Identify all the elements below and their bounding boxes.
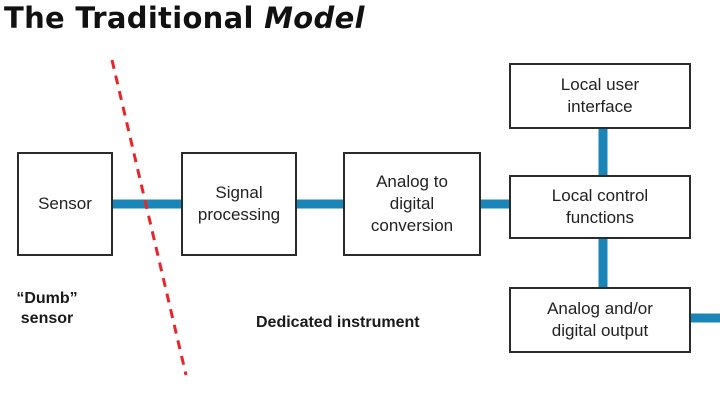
local-user-interface-label: Local user interface: [560, 75, 640, 116]
title-emphasis: Model: [264, 1, 365, 35]
dedicated-instrument-label: Dedicated instrument: [256, 314, 420, 331]
adc-label: Analog to digital conversion: [370, 172, 454, 235]
sensor-box: Sensor: [17, 152, 113, 256]
adc-box: Analog to digital conversion: [343, 152, 481, 256]
dumb-word: sensor: [20, 310, 74, 327]
dumb-quote: “Dumb”: [16, 290, 78, 307]
local-control-functions-label: Local control functions: [551, 186, 649, 227]
local-user-interface-box: Local user interface: [509, 63, 691, 129]
dumb-sensor-label: “Dumb” sensor: [10, 289, 84, 329]
divider-line: [110, 59, 188, 376]
output-box: Analog and/or digital output: [509, 287, 691, 353]
local-control-functions-box: Local control functions: [509, 175, 691, 239]
page-title: The Traditional Model: [4, 0, 365, 36]
output-label: Analog and/or digital output: [547, 299, 653, 340]
signal-processing-box: Signal processing: [181, 152, 297, 256]
title-prefix: The Traditional: [4, 1, 265, 35]
sensor-label: Sensor: [38, 194, 92, 213]
signal-processing-label: Signal processing: [197, 183, 281, 224]
